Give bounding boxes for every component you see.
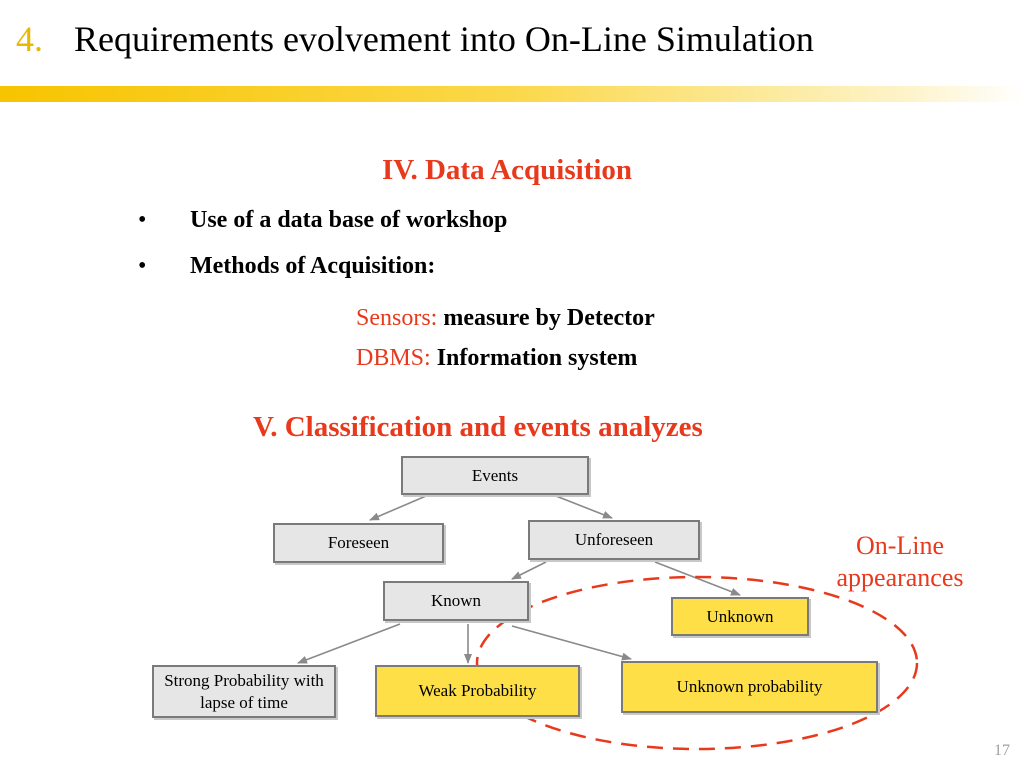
method-value: Information system xyxy=(436,345,638,371)
method-key: DBMS: xyxy=(356,345,431,371)
bullet-dot: • xyxy=(138,253,147,279)
section-number: 4. xyxy=(16,19,43,59)
title-bar: 4. Requirements evolvement into On-Line … xyxy=(0,0,1024,102)
bullet-text: Methods of Acquisition: xyxy=(190,253,436,279)
slide-title: Requirements evolvement into On-Line Sim… xyxy=(74,19,814,59)
page-number: 17 xyxy=(994,742,1010,759)
method-key: Sensors: xyxy=(356,305,438,331)
method-value: measure by Detector xyxy=(443,305,655,331)
edge-known-to-unknown_prob xyxy=(511,625,632,661)
method-sensors: Sensors: measure by Detector xyxy=(356,305,655,332)
section-iv-heading: IV. Data Acquisition xyxy=(382,154,633,186)
node-unknown: Unknown xyxy=(671,597,809,636)
callout-line-1: On-Line xyxy=(855,531,945,560)
edge-events-to-foreseen xyxy=(369,495,427,521)
bullet-text: Use of a data base of workshop xyxy=(190,207,508,233)
callout-line-2: appearances xyxy=(836,563,964,592)
title-underline xyxy=(0,86,1024,102)
online-appearances-callout: On-Line appearances xyxy=(815,530,985,594)
node-unknown-probability: Unknown probability xyxy=(621,661,878,713)
node-strong-probability: Strong Probability with lapse of time xyxy=(152,665,336,718)
node-known: Known xyxy=(383,581,529,621)
edge-unforeseen-to-unknown xyxy=(654,561,741,596)
node-unforeseen: Unforeseen xyxy=(528,520,700,560)
node-foreseen: Foreseen xyxy=(273,523,444,563)
node-events: Events xyxy=(401,456,589,495)
online-region-ellipse xyxy=(475,575,919,751)
bullet-dot: • xyxy=(138,207,147,233)
edge-events-to-unforeseen xyxy=(555,495,613,519)
edge-known-to-strong xyxy=(297,623,401,664)
node-weak-probability: Weak Probability xyxy=(375,665,580,717)
edge-unforeseen-to-known xyxy=(511,561,547,580)
method-dbms: DBMS: Information system xyxy=(356,345,637,372)
diagram-edges xyxy=(297,495,741,664)
section-v-heading: V. Classification and events analyzes xyxy=(253,411,703,443)
